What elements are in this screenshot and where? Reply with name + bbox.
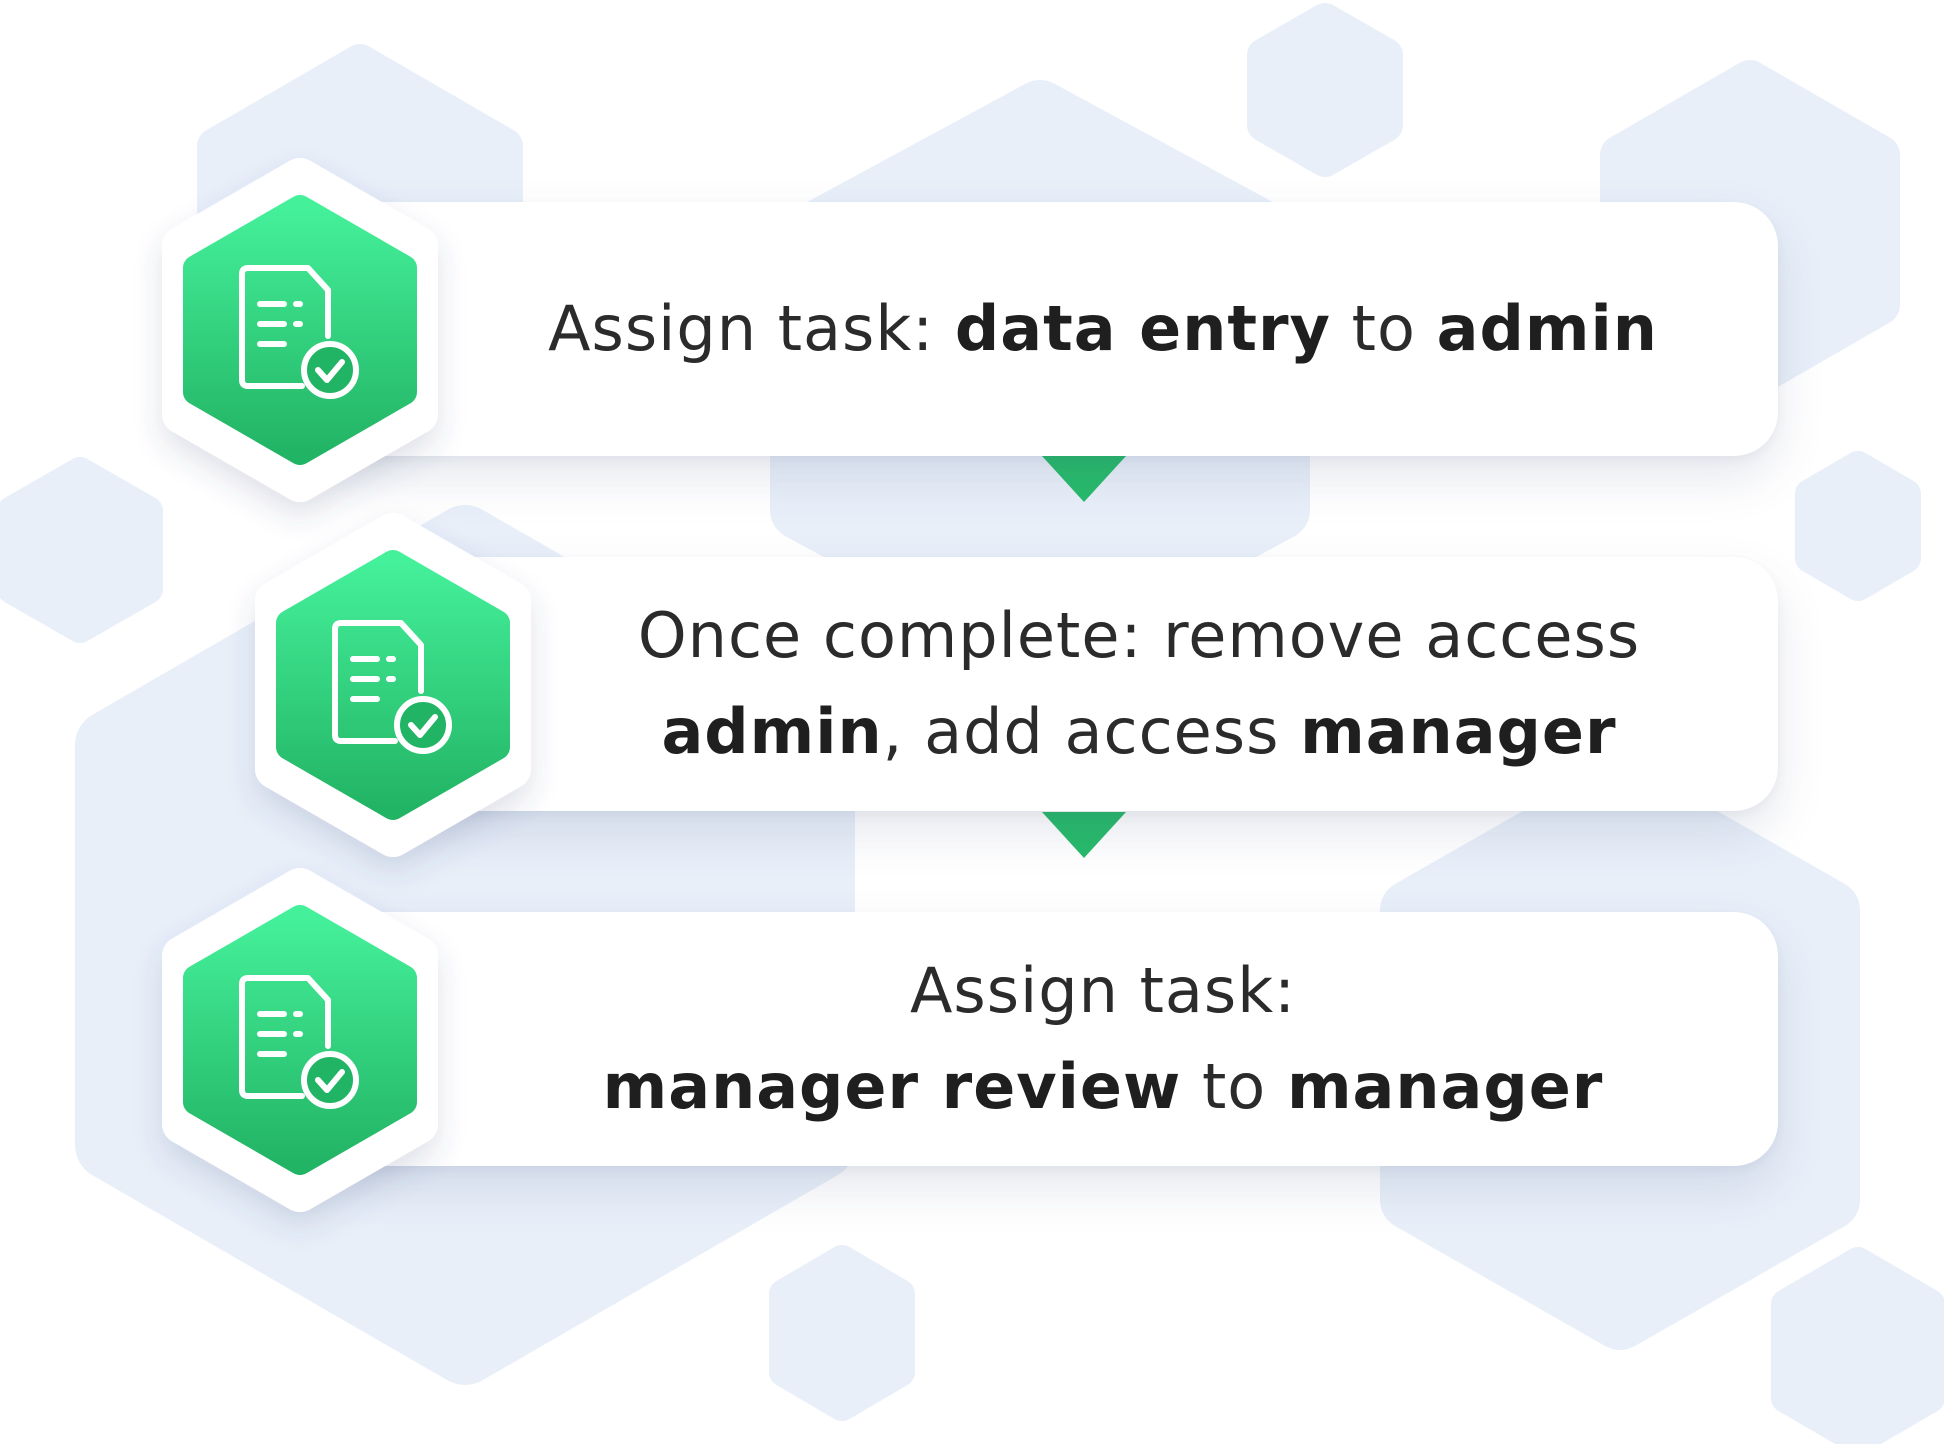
step-3-text: Assign task: manager review to manager (603, 943, 1604, 1135)
bg-hexagon (1795, 451, 1921, 601)
step-3-badge (150, 868, 450, 1212)
step-2-line-1: Once complete: remove access (637, 599, 1641, 672)
step-1-text: Assign task: data entry to admin (548, 281, 1658, 377)
document-check-icon (332, 620, 452, 754)
step-1-line-1: Assign task: data entry to admin (548, 292, 1658, 365)
bg-hexagon (769, 1245, 915, 1421)
document-check-icon (239, 975, 359, 1109)
step-card-2: Once complete: remove access admin, add … (410, 557, 1778, 811)
bg-hexagon (1247, 3, 1403, 177)
step-card-1: Assign task: data entry to admin (318, 202, 1778, 456)
badge-hexagon (276, 550, 510, 820)
step-1-badge (150, 158, 450, 502)
bg-hexagon (0, 457, 163, 643)
step-2-badge (243, 513, 543, 857)
bg-hexagon (1771, 1247, 1944, 1444)
step-2-line-2: admin, add access manager (661, 695, 1617, 768)
flow-arrow-down (1042, 812, 1126, 858)
hexagon-badge-graphic (162, 158, 438, 502)
step-3-line-1: Assign task: (910, 954, 1296, 1027)
badge-hexagon (183, 905, 417, 1175)
badge-hexagon (183, 195, 417, 465)
flow-arrow-down (1042, 456, 1126, 502)
step-card-3: Assign task: manager review to manager (318, 912, 1778, 1166)
step-2-text: Once complete: remove access admin, add … (638, 588, 1640, 780)
document-check-icon (239, 265, 359, 399)
hexagon-badge-graphic (255, 513, 531, 857)
step-3-line-2: manager review to manager (602, 1050, 1604, 1123)
hexagon-badge-graphic (162, 868, 438, 1212)
